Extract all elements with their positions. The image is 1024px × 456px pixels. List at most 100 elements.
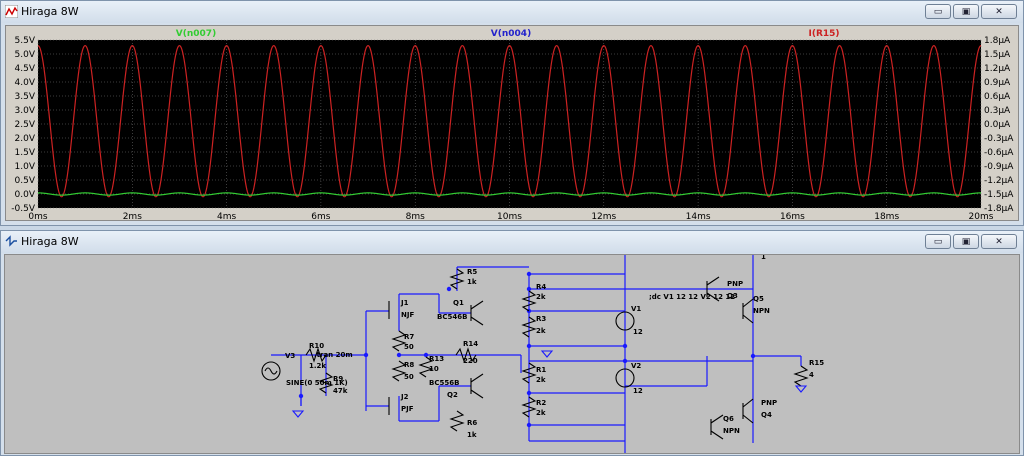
y-right-tick-label: -1.8µA bbox=[984, 204, 1014, 214]
y-left-tick-label: 4.0V bbox=[15, 78, 36, 88]
schematic-label-r4[interactable]: R4 bbox=[536, 283, 546, 291]
schematic-label-q4[interactable]: Q4 bbox=[761, 411, 772, 419]
schematic-label-v3[interactable]: V3 bbox=[285, 352, 295, 360]
schematic-label-r8v[interactable]: 50 bbox=[404, 373, 414, 381]
schematic-label-r8[interactable]: R8 bbox=[404, 361, 414, 369]
schematic-label-v2[interactable]: V2 bbox=[631, 362, 641, 370]
restore-button[interactable]: ▣ bbox=[953, 234, 979, 249]
schematic-label-j1[interactable]: J1 bbox=[400, 299, 409, 307]
schematic-label-tran[interactable]: .tran 20m bbox=[314, 351, 353, 359]
waveform-chart[interactable]: 5.5V5.0V4.5V4.0V3.5V3.0V2.5V2.0V1.5V1.0V… bbox=[6, 26, 1018, 220]
y-left-tick-label: 5.0V bbox=[15, 50, 36, 60]
y-left-tick-label: 2.0V bbox=[15, 134, 36, 144]
schematic-label-q5v[interactable]: NPN bbox=[753, 307, 770, 315]
waveform-window-title: Hiraga 8W bbox=[21, 5, 79, 18]
schematic-label-q4t[interactable]: PNP bbox=[761, 399, 777, 407]
waveform-titlebar[interactable]: Hiraga 8W ▭ ▣ ✕ bbox=[1, 1, 1023, 23]
y-right-tick-label: 1.8µA bbox=[984, 36, 1011, 46]
schematic-label-v1v[interactable]: 12 bbox=[633, 328, 643, 336]
x-tick-label: 20ms bbox=[969, 212, 994, 220]
schematic-label-one[interactable]: 1 bbox=[761, 255, 766, 261]
schematic-label-r15v[interactable]: 4 bbox=[809, 371, 814, 379]
y-right-tick-label: -0.6µA bbox=[984, 148, 1014, 158]
schematic-label-q1[interactable]: Q1 bbox=[453, 299, 464, 307]
schematic-label-r4v[interactable]: 2k bbox=[536, 293, 546, 301]
schematic-label-q5[interactable]: Q5 bbox=[753, 295, 764, 303]
legend-entry: V(n004) bbox=[491, 29, 531, 39]
schematic-label-r10v[interactable]: 1.2k bbox=[309, 362, 326, 370]
y-left-tick-label: 3.0V bbox=[15, 106, 36, 116]
schematic-icon bbox=[5, 235, 17, 247]
series-line bbox=[38, 192, 981, 196]
y-left-tick-label: -0.5V bbox=[11, 204, 36, 214]
schematic-label-r7v[interactable]: 50 bbox=[404, 343, 414, 351]
schematic-label-r14v[interactable]: 220 bbox=[463, 357, 478, 365]
waveform-window: Hiraga 8W ▭ ▣ ✕ 5.5V 5.0V 4.5V 4.0V 3.5V 3.0V… bbox=[0, 0, 1024, 226]
schematic-label-r15[interactable]: R15 bbox=[809, 359, 824, 367]
schematic-label-r6[interactable]: R6 bbox=[467, 419, 477, 427]
restore-button[interactable]: ▣ bbox=[953, 4, 979, 19]
schematic-label-r5v[interactable]: 1k bbox=[467, 278, 477, 286]
schematic-label-j1v[interactable]: NJF bbox=[401, 311, 414, 319]
schematic-label-r5[interactable]: R5 bbox=[467, 268, 477, 276]
x-tick-label: 10ms bbox=[497, 212, 522, 220]
minimize-button[interactable]: ▭ bbox=[925, 234, 951, 249]
schematic-label-v2v[interactable]: 12 bbox=[633, 387, 643, 395]
schematic-label-q6v[interactable]: NPN bbox=[723, 427, 740, 435]
schematic-label-dir[interactable]: ;dc V1 12 12 V2 12 12 bbox=[649, 293, 735, 301]
y-right-tick-label: 0.0µA bbox=[984, 120, 1011, 130]
y-left-tick-label: 5.5V bbox=[15, 36, 36, 46]
schematic-label-q3[interactable]: Q3 bbox=[727, 292, 738, 300]
x-tick-label: 0ms bbox=[28, 212, 47, 220]
schematic-label-r13[interactable]: R13 bbox=[429, 355, 444, 363]
schematic-label-r2[interactable]: R2 bbox=[536, 399, 546, 407]
x-tick-label: 18ms bbox=[874, 212, 899, 220]
legend-entry: I(R15) bbox=[808, 29, 839, 39]
schematic-label-j2v[interactable]: PJF bbox=[401, 405, 414, 413]
schematic-label-v1[interactable]: V1 bbox=[631, 305, 641, 313]
schematic-label-r10[interactable]: R10 bbox=[309, 342, 324, 350]
y-left-tick-label: 0.0V bbox=[15, 190, 36, 200]
y-left-tick-label: 4.5V bbox=[15, 64, 36, 74]
schematic-label-q1v[interactable]: BC546B bbox=[437, 313, 467, 321]
y-left-tick-label: 1.0V bbox=[15, 162, 36, 172]
schematic-label-r1v[interactable]: 2k bbox=[536, 376, 546, 384]
waveform-icon bbox=[5, 5, 18, 18]
schematic-label-r3[interactable]: R3 bbox=[536, 315, 546, 323]
schematic-label-r2v[interactable]: 2k bbox=[536, 409, 546, 417]
schematic-label-r9[interactable]: R9 bbox=[333, 375, 343, 383]
series-line bbox=[37, 44, 982, 198]
schematic-label-r3v[interactable]: 2k bbox=[536, 327, 546, 335]
schematic-label-q3t[interactable]: PNP bbox=[727, 280, 743, 288]
y-right-tick-label: -1.2µA bbox=[984, 176, 1014, 186]
schematic-label-r7[interactable]: R7 bbox=[404, 333, 414, 341]
schematic-label-r13v[interactable]: 10 bbox=[429, 365, 439, 373]
y-right-tick-label: 0.9µA bbox=[984, 78, 1011, 88]
schematic-label-q6[interactable]: Q6 bbox=[723, 415, 734, 423]
close-button[interactable]: ✕ bbox=[981, 4, 1017, 19]
y-right-tick-label: -0.9µA bbox=[984, 162, 1014, 172]
schematic-label-r9v[interactable]: 47k bbox=[333, 387, 348, 395]
x-tick-label: 6ms bbox=[311, 212, 330, 220]
schematic-label-r6v[interactable]: 1k bbox=[467, 431, 477, 439]
x-tick-label: 16ms bbox=[780, 212, 805, 220]
x-tick-label: 2ms bbox=[123, 212, 142, 220]
y-right-tick-label: 1.2µA bbox=[984, 64, 1011, 74]
y-right-tick-label: -0.3µA bbox=[984, 134, 1014, 144]
y-left-tick-label: 3.5V bbox=[15, 92, 36, 102]
schematic-label-r14[interactable]: R14 bbox=[463, 340, 478, 348]
y-left-tick-label: 2.5V bbox=[15, 120, 36, 130]
minimize-button[interactable]: ▭ bbox=[925, 4, 951, 19]
schematic-label-q2v[interactable]: BC556B bbox=[429, 379, 459, 387]
schematic-label-q2[interactable]: Q2 bbox=[447, 391, 458, 399]
schematic-label-sine[interactable]: SINE(0 50m 1K) bbox=[286, 379, 348, 387]
schematic-titlebar[interactable]: Hiraga 8W ▭ ▣ ✕ bbox=[1, 231, 1023, 253]
x-tick-label: 8ms bbox=[406, 212, 425, 220]
schematic-label-j2[interactable]: J2 bbox=[400, 393, 409, 401]
schematic-label-r1[interactable]: R1 bbox=[536, 366, 546, 374]
x-tick-label: 12ms bbox=[591, 212, 616, 220]
close-button[interactable]: ✕ bbox=[981, 234, 1017, 249]
